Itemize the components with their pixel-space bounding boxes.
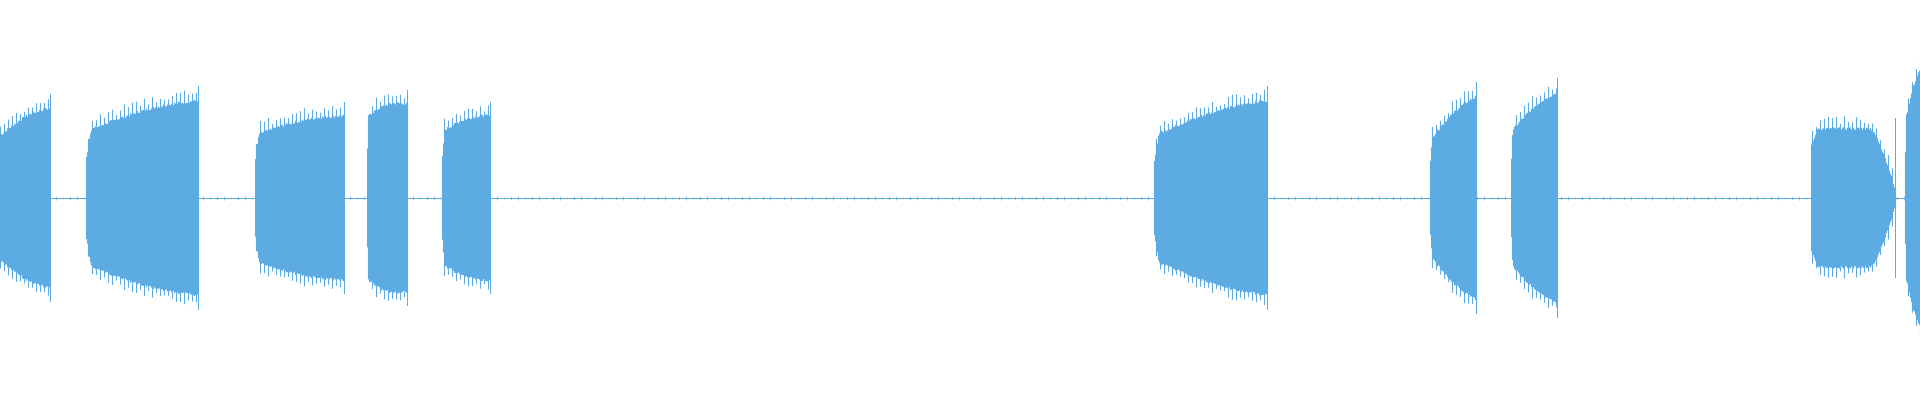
waveform-segment	[0, 94, 52, 302]
waveform-segment	[85, 86, 200, 310]
waveform-segment	[1904, 58, 1920, 336]
waveform-segment	[1429, 82, 1478, 314]
waveform-segment	[1153, 86, 1269, 310]
waveform-segments	[0, 58, 1920, 336]
waveform-segment	[254, 102, 346, 294]
waveform-segment	[1510, 78, 1559, 318]
waveform-segment	[441, 102, 492, 294]
waveform-segment	[1810, 116, 1897, 279]
waveform-segment	[366, 90, 409, 306]
